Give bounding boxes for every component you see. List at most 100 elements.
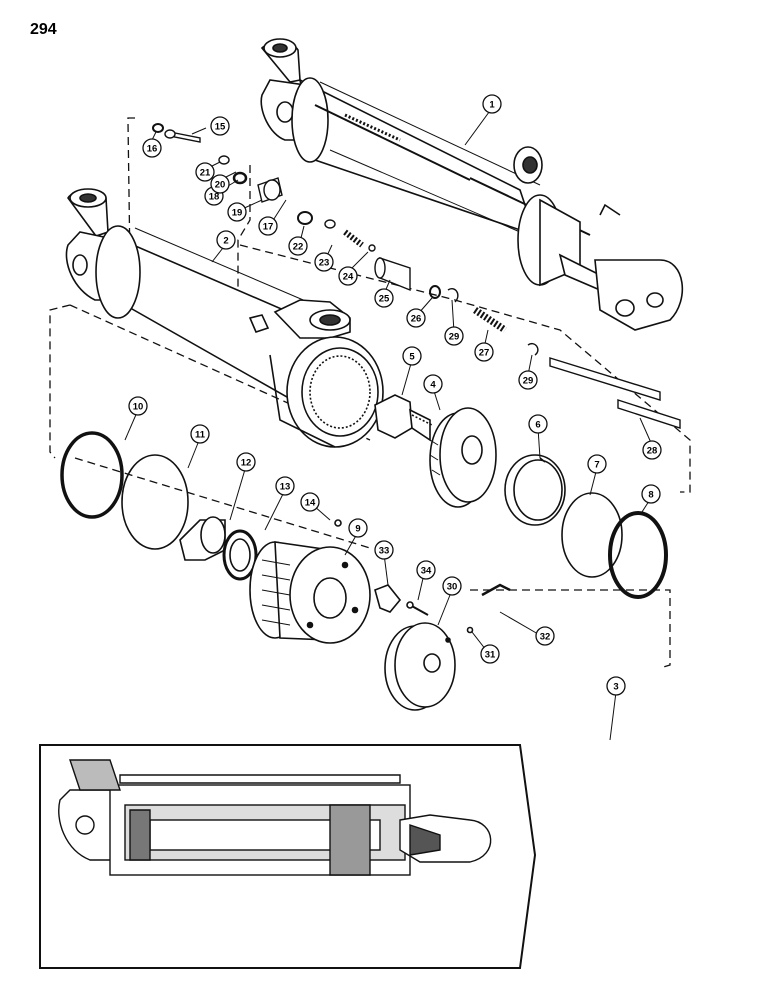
callout-label: 26 [411, 313, 422, 324]
callout-circle [474, 342, 494, 362]
piston-nut [374, 394, 433, 442]
callout-c6: 6 [528, 414, 548, 434]
callout-c23: 23 [314, 252, 334, 272]
callout-circle [338, 266, 358, 286]
callout-c24: 24 [338, 266, 358, 286]
callout-label: 3 [613, 681, 618, 692]
callout-label: 32 [540, 631, 551, 642]
callout-circle [587, 454, 607, 474]
cylinder-head [249, 519, 371, 644]
callout-circle [258, 216, 278, 236]
callout-label: 17 [263, 221, 274, 232]
callout-label: 30 [447, 581, 458, 592]
callout-circle [482, 94, 502, 114]
callout-c17: 17 [258, 216, 278, 236]
callout-label: 13 [280, 481, 291, 492]
callout-c12: 12 [236, 452, 256, 472]
callout-c4: 4 [423, 374, 443, 394]
callout-label: 27 [479, 347, 490, 358]
callout-circle [348, 518, 368, 538]
callout-label: 15 [215, 121, 226, 132]
callout-c11: 11 [190, 424, 210, 444]
callout-c27: 27 [474, 342, 494, 362]
callout-circle [606, 676, 626, 696]
cylinder-barrel [65, 188, 384, 448]
callout-circle [195, 162, 215, 182]
callout-c34: 34 [416, 560, 436, 580]
callout-circle [210, 116, 230, 136]
callout-circle [190, 424, 210, 444]
callout-c19: 19 [227, 202, 247, 222]
callout-circle [142, 138, 162, 158]
callout-circle [518, 370, 538, 390]
callout-label: 9 [355, 523, 360, 534]
callout-label: 29 [523, 375, 534, 386]
piston [429, 407, 497, 508]
callout-c5: 5 [402, 346, 422, 366]
callout-label: 12 [241, 457, 252, 468]
callout-circle [374, 540, 394, 560]
callout-label: 14 [305, 497, 316, 508]
callout-circle [210, 174, 230, 194]
callout-label: 1 [489, 99, 495, 110]
callout-label: 4 [430, 379, 436, 390]
callout-circle [128, 396, 148, 416]
callout-label: 2 [223, 235, 228, 246]
callout-circle [444, 326, 464, 346]
callout-label: 8 [648, 489, 653, 500]
callout-label: 20 [215, 179, 226, 190]
callout-label: 21 [200, 167, 211, 178]
callout-circle [216, 230, 236, 250]
callout-label: 7 [594, 459, 599, 470]
callout-circle [374, 288, 394, 308]
callout-layer: 1234567891011121314151617181920212223242… [128, 94, 662, 696]
callout-c7: 7 [587, 454, 607, 474]
cylinder-assembly-complete [260, 38, 684, 331]
callout-c32: 32 [535, 626, 555, 646]
callout-circle [300, 492, 320, 512]
callout-circle [480, 644, 500, 664]
callout-circle [288, 236, 308, 256]
callout-c14: 14 [300, 492, 320, 512]
callout-label: 24 [343, 271, 354, 282]
rings-7-8 [561, 492, 668, 599]
callout-label: 5 [409, 351, 415, 362]
callout-label: 18 [209, 191, 220, 202]
callout-label: 28 [647, 445, 658, 456]
callout-circle [275, 476, 295, 496]
callout-c28: 28 [642, 440, 662, 460]
callout-c13: 13 [275, 476, 295, 496]
callout-label: 25 [379, 293, 390, 304]
callout-label: 33 [379, 545, 390, 556]
callout-c1: 1 [482, 94, 502, 114]
callout-label: 31 [485, 649, 496, 660]
callout-label: 19 [232, 207, 243, 218]
callout-circle [406, 308, 426, 328]
bushing-and-seal [179, 516, 258, 581]
callout-circle [641, 484, 661, 504]
callout-label: 23 [319, 257, 330, 268]
callout-label: 16 [147, 143, 158, 154]
stop-collar [374, 583, 511, 711]
callout-label: 34 [421, 565, 432, 576]
callout-c10: 10 [128, 396, 148, 416]
callout-label: 29 [449, 331, 460, 342]
wear-ring [504, 454, 566, 526]
rings-10-11 [60, 431, 189, 550]
callout-c20: 20 [210, 174, 230, 194]
callout-c21: 21 [195, 162, 215, 182]
page-number: 294 [30, 21, 57, 38]
callout-c3: 3 [606, 676, 626, 696]
callout-c25: 25 [374, 288, 394, 308]
callout-c29b: 29 [518, 370, 538, 390]
callout-c8: 8 [641, 484, 661, 504]
callout-circle [402, 346, 422, 366]
callout-label: 10 [133, 401, 144, 412]
callout-circle [236, 452, 256, 472]
callout-c31: 31 [480, 644, 500, 664]
callout-c9: 9 [348, 518, 368, 538]
callout-circle [416, 560, 436, 580]
callout-circle [442, 576, 462, 596]
callout-c29a: 29 [444, 326, 464, 346]
